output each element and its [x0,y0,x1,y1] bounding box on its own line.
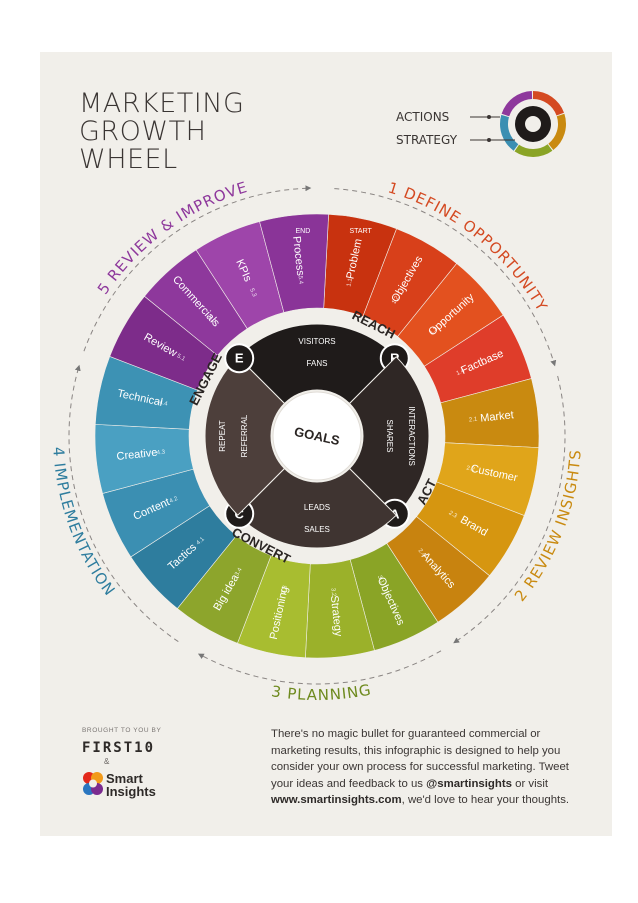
segment-5-4 [259,213,329,313]
stage-title-planning: 3 PLANNING [270,680,373,704]
segment-number: 4.2 [169,496,180,505]
segment-number: 2.2 [466,465,476,473]
legend-ring-segment [533,91,565,116]
segment-number: 5.4 [297,275,304,285]
race-item-leads: LEADS [304,503,330,512]
footer-blurb: There's no magic bullet for guaranteed c… [271,726,591,809]
segment-number: 1.4 [456,368,467,377]
insights-word: Insights [106,784,156,799]
smart-insights-logo-text: Smart Insights [106,772,156,798]
segment-number: 1.2 [391,295,401,306]
website-link[interactable]: www.smartinsights.com [271,794,402,807]
start-marker: START [349,228,372,235]
title-line-2: GROWTH [79,116,207,147]
brought-to-you-by: BROUGHT TO YOU BY [82,727,162,734]
segment-label: Strategy [328,595,344,637]
segment-number: 1.1 [346,277,354,287]
segment-number: 4.3 [156,449,166,456]
title-line-3: WHEEL [79,144,178,175]
smart-word: Smart [106,771,143,786]
blurb-text-2: or visit [511,777,549,790]
goals-core [272,391,362,481]
race-letter-engage: E [235,351,244,366]
legend-ring-icon [470,91,566,158]
segment-number: 3.2 [329,588,336,598]
segment-number: 1.3 [429,326,440,336]
race-item-interactions: INTERACTIONS [407,406,416,466]
segment-number: 2.1 [469,417,479,424]
race-item-shares: SHARES [385,420,394,453]
end-marker: END [295,228,310,235]
title-line-1: MARKETING [79,88,245,119]
stage-arc-review_improve [83,185,312,352]
ampersand: & [104,757,110,766]
segment-number: 3.1 [376,575,385,586]
segment-number: 2.4 [417,548,427,559]
segment-number: 5.1 [176,353,187,363]
segment-number: 4.4 [159,400,169,408]
first10-logo-text: FIRST10 [82,740,156,756]
legend-strategy-label: STRATEGY [396,133,458,147]
race-badge-engage [224,343,255,374]
segment-number: 5.3 [248,288,257,299]
race-item-sales: SALES [304,525,330,534]
race-item-fans: FANS [307,359,328,368]
legend-ring-segment [514,144,553,158]
segment-label: Creative [116,447,158,463]
segment-number: 3.3 [281,584,289,594]
legend-actions-label: ACTIONS [396,110,450,124]
legend-ring-segment [501,91,533,117]
twitter-handle-link[interactable]: @smartinsights [426,777,512,790]
race-item-referral: REFERRAL [240,414,249,457]
smart-insights-logo-icon [83,772,103,795]
legend-ring-segment [499,114,519,151]
stage-arc-implementation [68,364,179,643]
race-item-repeat: REPEAT [218,420,227,452]
blurb-text-3: , we'd love to hear your thoughts. [401,794,570,807]
segment-label: Market [480,409,515,424]
segment-number: 4.1 [196,536,207,546]
legend-ring-segment [548,113,566,151]
race-item-visitors: VISITORS [298,337,335,346]
stage-arc-planning [197,650,442,685]
segment-number: 2.3 [448,510,459,520]
legend-core-hole [525,116,541,132]
segment-number: 3.4 [234,567,244,578]
segment-label: Process [290,236,306,277]
blurb-text-1: There's no magic bullet for guaranteed c… [271,728,569,790]
segment-number: 5.2 [206,315,216,326]
